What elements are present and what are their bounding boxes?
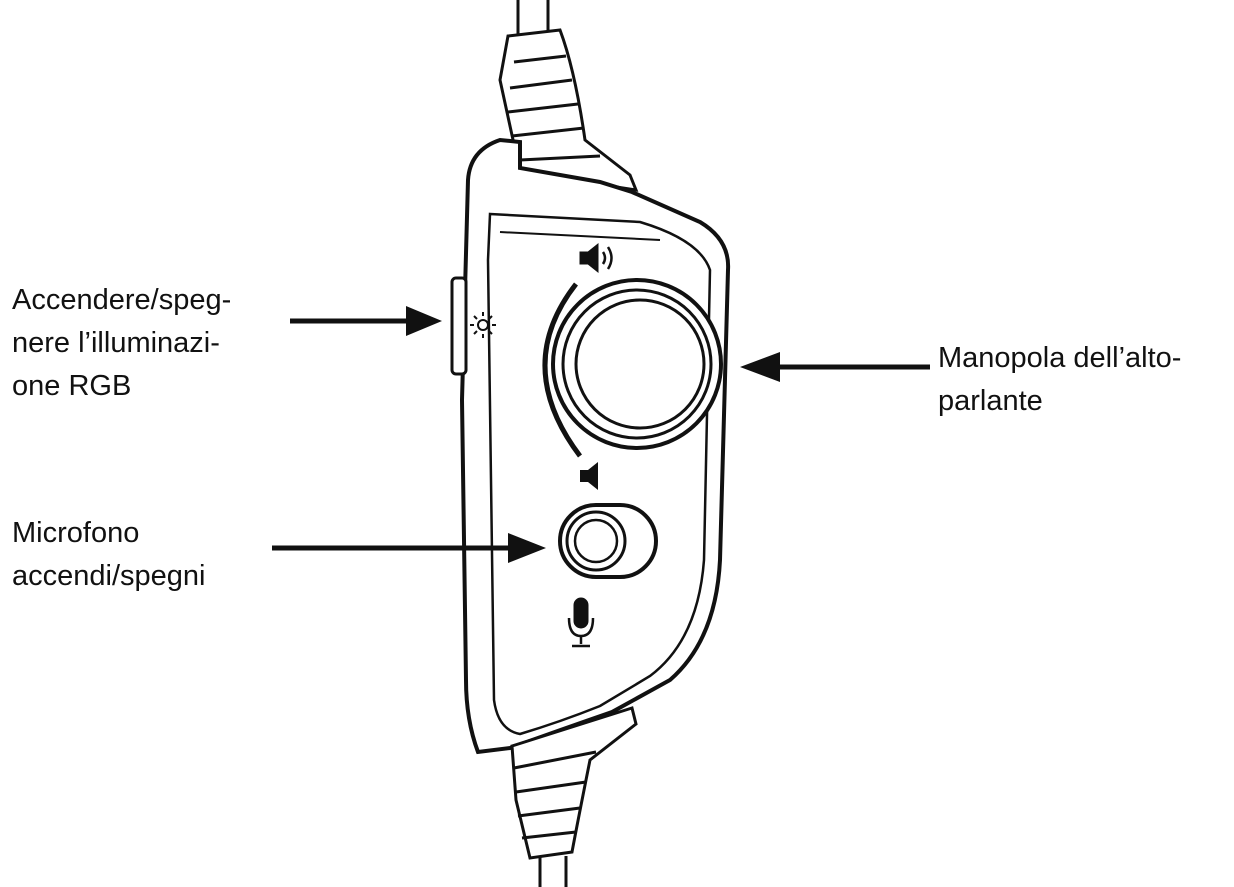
- speaker-knob-label: Manopola dell’alto- parlante: [938, 342, 1182, 417]
- bottom-cable: [538, 856, 568, 887]
- speaker-low-icon: [580, 462, 598, 490]
- arrow-mic: [272, 533, 546, 563]
- mic-toggle-label: Microfono accendi/spegni: [12, 517, 206, 592]
- arrow-rgb: [290, 306, 442, 336]
- bottom-strain-relief: [510, 706, 638, 860]
- top-strain-relief: [498, 28, 639, 192]
- rgb-side-button[interactable]: [450, 276, 468, 376]
- light-icon: [470, 312, 496, 338]
- mic-toggle-button[interactable]: [558, 503, 658, 579]
- rgb-toggle-label: Accendere/speg- nere l’illuminazi- one R…: [12, 284, 232, 402]
- volume-scale-arc: [542, 282, 582, 458]
- microphone-icon: [567, 597, 595, 648]
- speaker-high-icon: [579, 242, 613, 274]
- arrow-knob: [740, 352, 930, 382]
- speaker-knob[interactable]: [551, 278, 723, 450]
- controller-body: [459, 137, 731, 755]
